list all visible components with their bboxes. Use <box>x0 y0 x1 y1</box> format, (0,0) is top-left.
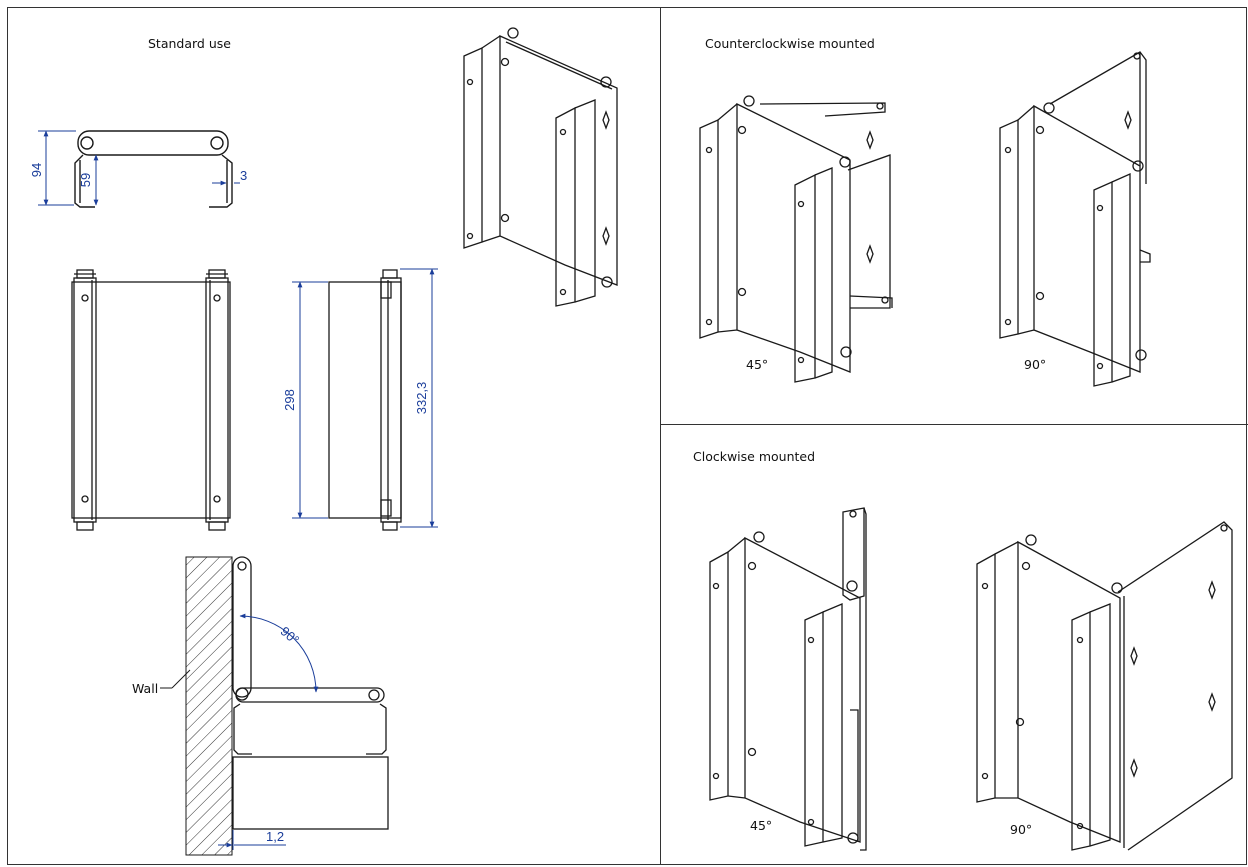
cw-title: Clockwise mounted <box>693 449 816 464</box>
dim-332-text: 332,3 <box>414 382 429 415</box>
bracket-cw-90 <box>976 521 1233 851</box>
bracket-ccw-90 <box>999 51 1151 387</box>
dim-94 <box>38 130 76 206</box>
drawing-frame <box>7 7 1247 865</box>
bracket-front-view <box>71 269 231 531</box>
bracket-top-profile <box>74 130 233 208</box>
bracket-isometric-standard <box>463 27 618 307</box>
panel-divider-vertical <box>660 7 661 865</box>
dim-94-text: 94 <box>29 163 44 177</box>
cw-angle-90: 90° <box>1010 822 1033 837</box>
wall-hatch <box>185 556 233 856</box>
dim-298-text: 298 <box>282 389 297 411</box>
ccw-angle-90: 90° <box>1024 357 1047 372</box>
dim-3-text: 3 <box>240 168 247 183</box>
dim-1-2 <box>218 830 286 850</box>
dim-90-deg <box>239 613 319 693</box>
bracket-side-view <box>328 269 402 531</box>
dim-298 <box>292 281 328 519</box>
panel-divider-horizontal <box>660 424 1248 425</box>
ccw-angle-45: 45° <box>746 357 769 372</box>
dim-332 <box>400 268 438 528</box>
wall-label: Wall <box>132 681 159 696</box>
bracket-cw-45 <box>709 507 867 851</box>
dim-1-2-text: 1,2 <box>266 829 284 844</box>
ccw-title: Counterclockwise mounted <box>705 36 875 51</box>
dim-59-text: 59 <box>78 173 93 187</box>
cw-angle-45: 45° <box>750 818 773 833</box>
wall-leader <box>160 669 191 689</box>
bracket-ccw-45 <box>699 95 893 383</box>
wall-mount-section <box>232 556 389 830</box>
standard-use-title: Standard use <box>148 36 231 51</box>
